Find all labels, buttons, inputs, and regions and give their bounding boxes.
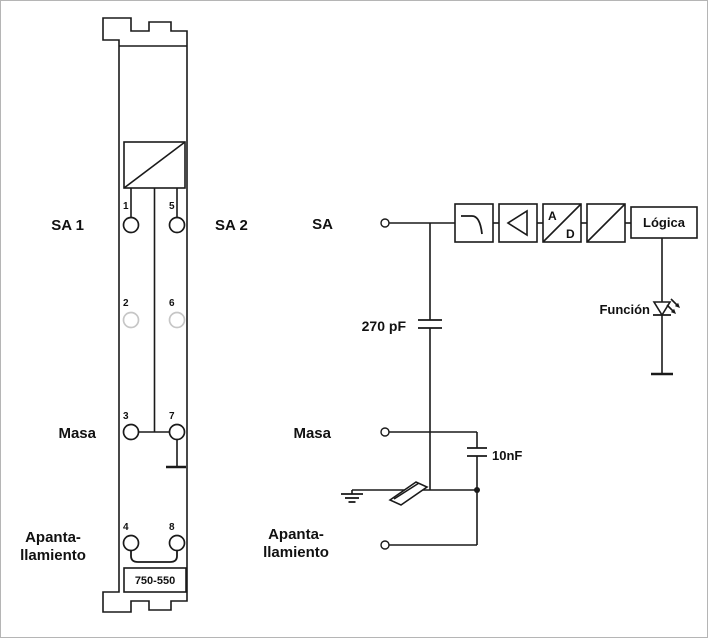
label-apanta-module-line1: Apanta- <box>25 529 81 546</box>
label-sa-circuit: SA <box>312 216 333 233</box>
terminal-3-number: 3 <box>123 411 129 422</box>
internal-circuit: SA A D Lógica Función <box>263 203 698 561</box>
label-apanta-circuit-line2: llamiento <box>263 544 329 561</box>
terminal-1-number: 1 <box>123 201 129 212</box>
terminal-6-number: 6 <box>169 298 175 309</box>
filter-curve-icon <box>461 215 483 235</box>
io-module: 1 5 2 6 3 7 4 8 750-550 <box>102 17 188 613</box>
adc-label-d: D <box>566 227 575 241</box>
terminal-2 <box>122 311 140 329</box>
led-arrow-1 <box>666 304 674 312</box>
led-triangle-icon <box>652 301 672 317</box>
terminal-4-number: 4 <box>123 522 129 533</box>
terminal-3 <box>122 423 140 441</box>
terminal-1 <box>122 216 140 234</box>
label-sa2: SA 2 <box>215 217 248 234</box>
terminal-4 <box>122 534 140 552</box>
led-arrow-2 <box>670 298 678 306</box>
amplifier-triangle-icon <box>506 209 528 237</box>
terminal-5 <box>168 216 186 234</box>
masa-terminal-point <box>380 427 390 437</box>
filter-block <box>454 203 494 243</box>
label-masa-module: Masa <box>58 425 96 442</box>
isolation-diagonal <box>586 203 626 243</box>
label-funcion: Función <box>599 302 650 317</box>
earth-ground-symbol <box>341 490 363 503</box>
label-apanta-circuit-line1: Apanta- <box>268 526 324 543</box>
sa-terminal-point <box>380 218 390 228</box>
amplifier-block <box>498 203 538 243</box>
adc-label-a: A <box>548 209 557 223</box>
model-label: 750-550 <box>135 575 175 587</box>
shield-clamp-icon <box>388 481 429 506</box>
label-masa-circuit: Masa <box>293 425 331 442</box>
led-arrow-2-head <box>674 302 680 308</box>
label-logica: Lógica <box>643 215 686 230</box>
label-sa1: SA 1 <box>51 217 84 234</box>
terminal-5-number: 5 <box>169 201 175 212</box>
label-cap10: 10nF <box>492 448 522 463</box>
terminal-7 <box>168 423 186 441</box>
terminal-8-number: 8 <box>169 522 175 533</box>
label-apanta-module-line2: llamiento <box>20 547 86 564</box>
apanta-terminal-point <box>380 540 390 550</box>
jumper-terminal-4-8 <box>130 550 178 563</box>
terminal-2-number: 2 <box>123 298 129 309</box>
adc-diagonal <box>542 203 582 243</box>
terminal-7-number: 7 <box>169 411 175 422</box>
isolator-diagonal <box>123 141 186 189</box>
label-cap270: 270 pF <box>362 318 407 334</box>
terminal-6 <box>168 311 186 329</box>
led-arrow-1-head <box>670 308 676 314</box>
logic-block <box>630 206 698 239</box>
model-box <box>123 567 187 593</box>
terminal-8 <box>168 534 186 552</box>
